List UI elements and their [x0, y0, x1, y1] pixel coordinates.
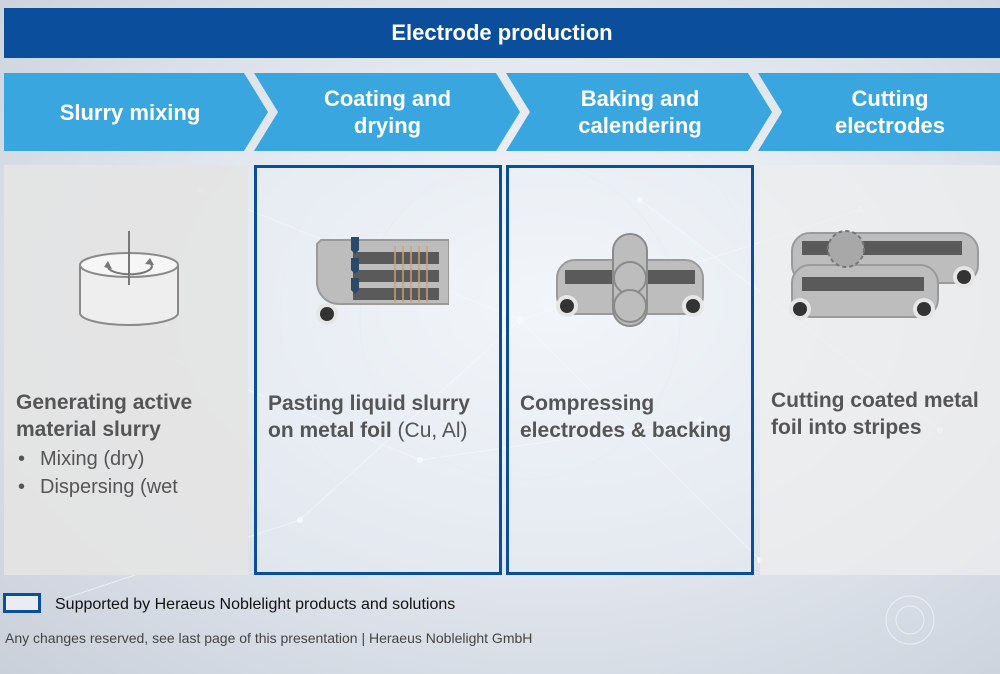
panel-2-heading: Pasting liquid slurry on metal foil: [268, 392, 470, 442]
step-arrows: [4, 73, 1000, 151]
coating-machine-icon: [316, 237, 449, 325]
step-arrow-4: [758, 73, 1000, 151]
bullet-mixing: Mixing (dry): [18, 445, 226, 473]
panel-4-description: Cutting coated metal foil into stripes: [771, 387, 999, 441]
title-bar: Electrode production: [4, 8, 1000, 58]
panel-1-bullets: Mixing (dry) Dispersing (wet: [16, 445, 226, 501]
step-arrow-2: [254, 73, 520, 151]
step-label-baking-calendering: Baking and calendering: [578, 86, 702, 138]
panel-3-heading: Compressing electrodes & backing: [520, 392, 732, 442]
panel-1-description: Generating active material slurry Mixing…: [16, 389, 226, 501]
cutting-machine-icon: [789, 230, 979, 320]
legend-text: Supported by Heraeus Noblelight products…: [55, 596, 456, 613]
step-label-slurry-mixing: Slurry mixing: [59, 99, 201, 125]
panel-coating-drying: Pasting liquid slurry on metal foil (Cu,…: [254, 165, 502, 575]
footer-text: Any changes reserved, see last page of t…: [5, 630, 533, 646]
panel-2-description: Pasting liquid slurry on metal foil (Cu,…: [268, 390, 499, 444]
panel-baking-calendering: Compressing electrodes & backing: [506, 165, 754, 575]
panel-4-heading: Cutting coated metal foil into stripes: [771, 389, 979, 439]
diagram-title: Electrode production: [391, 20, 613, 45]
panel-3-description: Compressing electrodes & backing: [520, 390, 752, 444]
step-label-cutting-electrodes: Cutting electrodes: [834, 86, 946, 138]
panel-2-suffix: (Cu, Al): [397, 419, 468, 442]
panel-1-heading: Generating active material slurry: [16, 391, 193, 441]
mixer-icon: [79, 231, 179, 326]
step-arrow-3: [506, 73, 772, 151]
bullet-dispersing: Dispersing (wet: [18, 473, 226, 501]
process-steps: Slurry mixing Coating and drying Baking …: [0, 73, 1000, 151]
step-label-coating-drying: Coating and drying: [323, 86, 452, 138]
panel-slurry-mixing: Generating active material slurry Mixing…: [4, 165, 248, 575]
calender-rollers-icon: [556, 233, 704, 327]
step-arrow-1: [4, 73, 268, 151]
legend-swatch: [3, 593, 41, 613]
panel-cutting-electrodes: Cutting coated metal foil into stripes: [760, 165, 1000, 575]
